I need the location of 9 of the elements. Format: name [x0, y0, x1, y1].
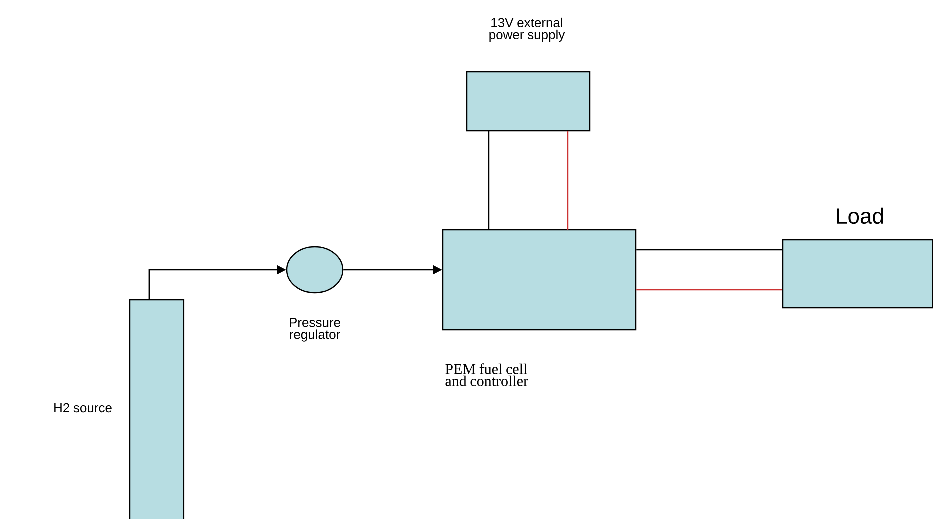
node-label: PEM fuel cell and controller — [446, 364, 528, 386]
node-label: H2 source — [54, 403, 112, 413]
node-label: Load — [837, 208, 884, 224]
node-label: Pressure regulator — [290, 318, 340, 342]
connector-line — [488, 131, 490, 230]
connector-line — [567, 131, 569, 230]
connector-line — [636, 249, 782, 251]
node-label: 13V external power supply — [490, 18, 566, 42]
connector-line — [636, 289, 782, 291]
